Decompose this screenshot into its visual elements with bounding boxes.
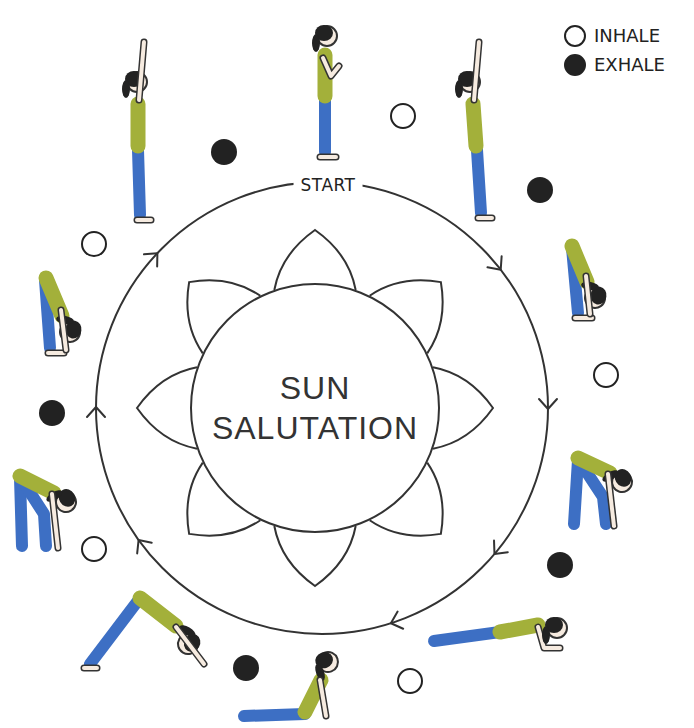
pose-plank bbox=[434, 617, 567, 648]
pose-forward-fold bbox=[572, 246, 608, 318]
pose-raised-arms bbox=[455, 42, 492, 218]
pose-forward-fold bbox=[45, 278, 83, 353]
pose-prayer bbox=[312, 25, 339, 157]
legend-text: INHALE bbox=[594, 24, 660, 48]
legend-swatch bbox=[564, 25, 586, 47]
legend-swatch bbox=[564, 54, 586, 76]
pose-raised-arms bbox=[122, 42, 151, 220]
center-title: SUN SALUTATION bbox=[208, 368, 423, 448]
pose-lunge bbox=[20, 476, 81, 548]
pose-lunge bbox=[574, 458, 637, 526]
direction-arrows bbox=[87, 247, 557, 632]
start-label: START bbox=[294, 175, 363, 195]
legend-text: EXHALE bbox=[594, 53, 665, 77]
pose-downward-dog bbox=[84, 598, 205, 668]
outer-ring bbox=[96, 182, 548, 634]
pose-cobra bbox=[244, 648, 343, 716]
breath-dots bbox=[39, 104, 618, 693]
center-circle: SUN SALUTATION bbox=[190, 283, 440, 533]
lotus-petals bbox=[137, 230, 493, 586]
